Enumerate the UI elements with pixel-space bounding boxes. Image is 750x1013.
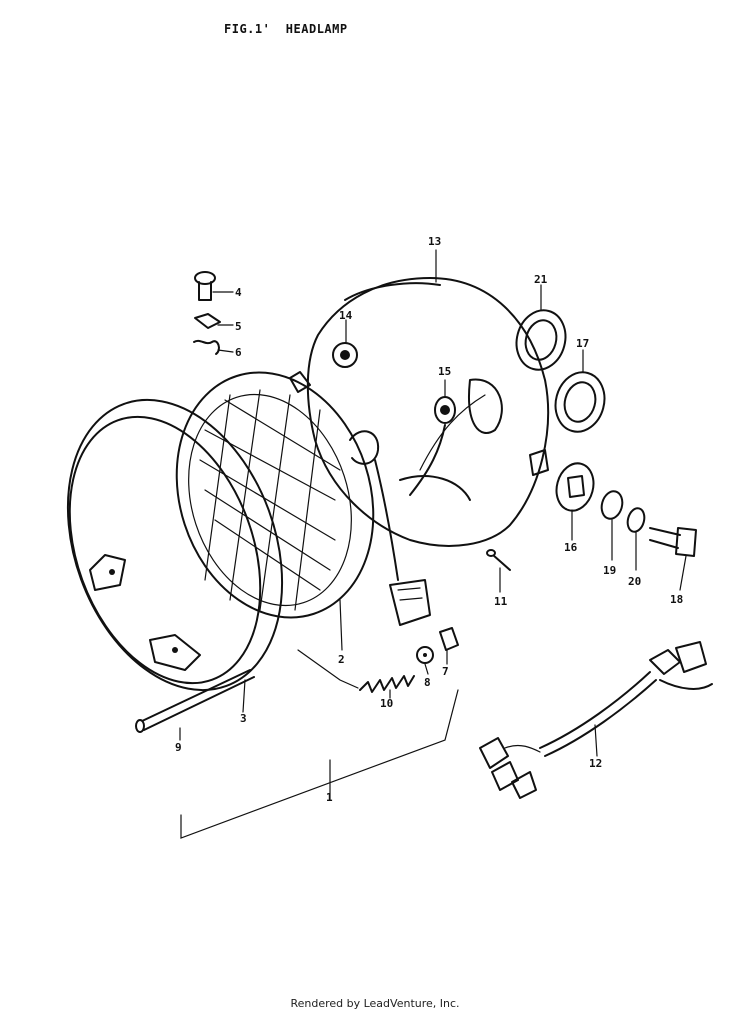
mounting-bolt-set [555,462,697,557]
sealed-beam-unit [175,371,431,626]
footer-credit: Rendered by LeadVenture, Inc. [290,997,460,1010]
leader-lines [179,249,687,839]
callout-16: 16 [564,541,578,554]
callout-17: 17 [576,337,590,350]
callout-15: 15 [438,365,452,378]
callout-18: 18 [670,593,684,606]
callout-5: 5 [235,320,242,333]
grommets [515,309,606,433]
callout-14: 14 [339,309,353,322]
wiring-harness [479,641,713,799]
callout-1: 1 [326,791,333,804]
callout-21: 21 [534,273,548,286]
housing-screw [486,549,511,571]
adjuster-hardware [359,627,459,693]
figure-title: FIG.1' HEADLAMP [224,22,348,36]
adjusting-screw [135,669,255,733]
callout-3: 3 [240,712,247,725]
callout-10: 10 [380,697,394,710]
callout-13: 13 [428,235,442,248]
callout-6: 6 [235,346,242,359]
callout-4: 4 [235,286,242,299]
mounting-screw-set [193,271,221,355]
headlamp-rim [66,398,284,692]
callout-8: 8 [424,676,431,689]
callout-20: 20 [628,575,642,588]
callout-12: 12 [589,757,603,770]
callout-2: 2 [338,653,345,666]
callout-7: 7 [442,665,449,678]
callout-19: 19 [603,564,617,577]
callout-11: 11 [494,595,508,608]
callout-9: 9 [175,741,182,754]
